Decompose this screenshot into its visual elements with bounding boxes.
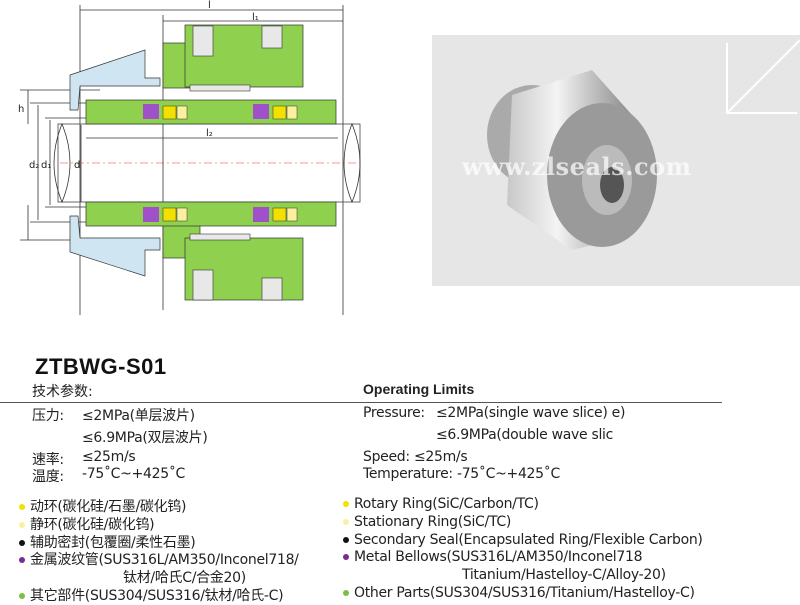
dim-h-label: h [18, 104, 24, 115]
dim-d-label: d [74, 160, 80, 171]
bullet-icon [343, 537, 349, 543]
bullet-icon [343, 519, 349, 525]
en-speed: Speed: ≤25m/s [363, 449, 468, 465]
cn-speed-label: 速率: [32, 452, 64, 468]
en-material-metal-bellows-cont: Titanium/Hastelloy-C/Alloy-20) [462, 567, 666, 583]
cn-material-secondary-seal: 辅助密封(包覆圈/柔性石墨) [19, 532, 196, 552]
en-heading: Operating Limits [363, 381, 475, 397]
bullet-icon [343, 590, 349, 596]
bullet-icon [343, 501, 349, 507]
dim-d1-label: d₁ [41, 160, 51, 171]
bullet-icon [343, 554, 349, 560]
dim-l1-label: l₁ [252, 12, 259, 23]
watermark-text: www.zlseals.com [462, 152, 692, 181]
material-text: Stationary Ring(SiC/TC) [354, 514, 512, 530]
seal-cross-section-diagram: l l₁ l₂ h d₂ d₁ d [18, 0, 361, 315]
model-title: ZTBWG-S01 [35, 354, 167, 379]
cn-temp-label: 温度: [32, 469, 64, 485]
en-temp: Temperature: -75˚C~+425˚C [363, 466, 560, 482]
material-text: 金属波纹管(SUS316L/AM350/Inconel718/ [30, 552, 299, 568]
cn-material-rotary-ring: 动环(碳化硅/石墨/碳化钨) [19, 496, 186, 516]
cn-heading: 技术参数: [32, 384, 93, 400]
material-text: Secondary Seal(Encapsulated Ring/Flexibl… [354, 532, 703, 548]
cn-temp: -75˚C~+425˚C [82, 466, 185, 482]
cn-pressure-2: ≤6.9MPa(双层波片) [82, 430, 208, 446]
material-text: 静环(碳化硅/碳化钨) [30, 517, 155, 533]
en-pressure-2: ≤6.9MPa(double wave slic [436, 427, 614, 443]
en-pressure-label: Pressure: [363, 405, 425, 421]
material-text: 动环(碳化硅/石墨/碳化钨) [30, 499, 187, 515]
material-text: 其它部件(SUS304/SUS316/钛材/哈氏-C) [30, 588, 284, 604]
cn-pressure-label: 压力: [32, 408, 64, 424]
dim-l-label: l [208, 0, 211, 11]
cn-material-metal-bellows-cont: 钛材/哈氏C/合金20) [123, 570, 246, 586]
material-text: Other Parts(SUS304/SUS316/Titanium/Haste… [354, 585, 695, 601]
en-material-metal-bellows: Metal Bellows(SUS316L/AM350/Inconel718 [343, 549, 642, 565]
en-material-other-parts: Other Parts(SUS304/SUS316/Titanium/Haste… [343, 585, 695, 601]
material-text: Metal Bellows(SUS316L/AM350/Inconel718 [354, 549, 643, 565]
material-text: 辅助密封(包覆圈/柔性石墨) [30, 535, 196, 551]
cn-material-other-parts: 其它部件(SUS304/SUS316/钛材/哈氏-C) [19, 585, 284, 605]
bullet-icon [19, 557, 25, 563]
bullet-icon [19, 540, 25, 546]
en-pressure-1: ≤2MPa(single wave slice) e) [436, 405, 626, 421]
cn-speed: ≤25m/s [82, 449, 136, 465]
cn-pressure-1: ≤2MPa(单层波片) [82, 408, 195, 424]
en-material-secondary-seal: Secondary Seal(Encapsulated Ring/Flexibl… [343, 532, 703, 548]
divider [0, 402, 722, 403]
product-photo: www.zlseals.com [432, 35, 800, 286]
dim-d2-label: d₂ [29, 160, 39, 171]
en-material-stationary-ring: Stationary Ring(SiC/TC) [343, 514, 511, 530]
bullet-icon [19, 593, 25, 599]
dim-l2-label: l₂ [206, 128, 213, 139]
cn-material-metal-bellows: 金属波纹管(SUS316L/AM350/Inconel718/ [19, 549, 299, 569]
en-material-rotary-ring: Rotary Ring(SiC/Carbon/TC) [343, 496, 539, 512]
bullet-icon [19, 522, 25, 528]
bullet-icon [19, 504, 25, 510]
material-text: Rotary Ring(SiC/Carbon/TC) [354, 496, 539, 512]
cn-material-stationary-ring: 静环(碳化硅/碳化钨) [19, 514, 155, 534]
